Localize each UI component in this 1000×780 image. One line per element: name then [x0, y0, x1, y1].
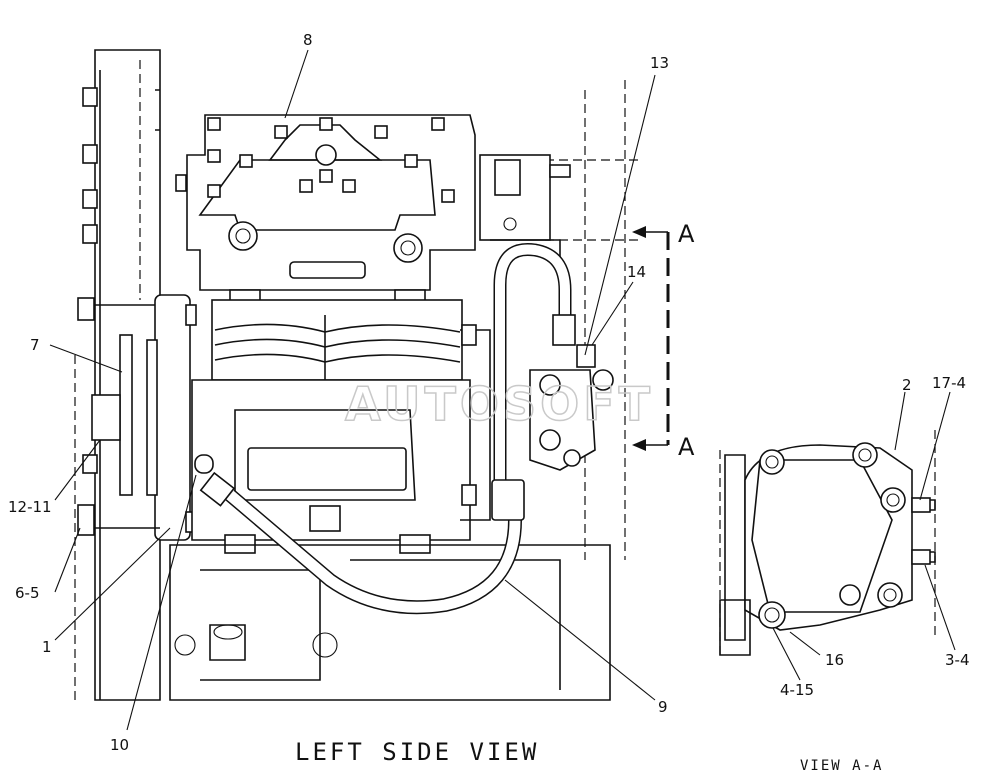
section-marker-top: A	[678, 220, 695, 248]
compressor-head	[175, 114, 476, 316]
callout-16: 16	[825, 651, 844, 669]
callout-3-4: 3-4	[945, 651, 970, 669]
callout-4-15: 4-15	[780, 681, 814, 699]
flywheel-housing	[74, 49, 161, 701]
crankcase	[191, 324, 491, 554]
cylinder-fins	[211, 299, 463, 381]
view-a-a-detail	[719, 430, 936, 660]
section-line-a-a: A A	[632, 220, 695, 461]
governor-bracket	[479, 154, 596, 471]
callout-labels: 8 13 14 7 12-11 6-5 1 10 9 2 17-4 3-4 16…	[8, 31, 970, 754]
hose-lines	[194, 242, 614, 615]
callout-1: 1	[42, 638, 52, 656]
drive-gear	[77, 294, 197, 541]
callout-2: 2	[902, 376, 912, 394]
callout-8: 8	[303, 31, 313, 49]
detail-view-caption: VIEW A-A	[800, 758, 883, 774]
callout-13: 13	[650, 54, 669, 72]
callout-9: 9	[658, 698, 668, 716]
watermark-text: AUTOSOFT	[345, 377, 654, 431]
callout-10: 10	[110, 736, 129, 754]
section-marker-bottom: A	[678, 433, 695, 461]
leader-lines	[49, 49, 956, 731]
callout-14: 14	[627, 263, 646, 281]
engine-block	[169, 80, 640, 701]
callout-12-11: 12-11	[8, 498, 52, 516]
callout-6-5: 6-5	[15, 584, 40, 602]
callout-17-4: 17-4	[932, 374, 966, 392]
callout-7: 7	[30, 336, 40, 354]
main-view-caption: LEFT SIDE VIEW	[295, 738, 539, 766]
